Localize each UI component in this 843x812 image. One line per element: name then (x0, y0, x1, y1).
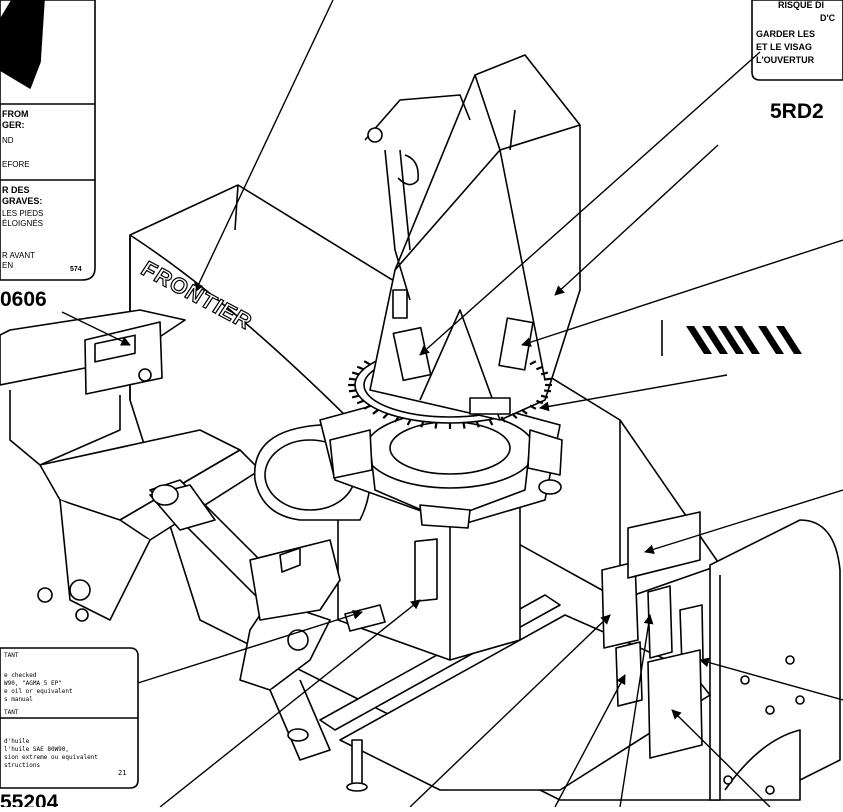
gear-tooth (348, 389, 357, 393)
gear-tooth (511, 412, 518, 420)
decal-bottom-line: TANT (4, 652, 19, 659)
gear-tooth (382, 412, 389, 420)
decal-code: 574 (70, 266, 82, 273)
gear-tooth (529, 404, 537, 410)
gear-tooth (348, 377, 357, 381)
turntable-base (319, 389, 563, 529)
gear-tooth (488, 419, 494, 426)
gear-tooth (351, 394, 360, 399)
deflector-rod (364, 94, 471, 319)
part-number-left: 0606 (0, 288, 47, 311)
decal-bottom-line: TANT (4, 709, 19, 716)
warning-stripe-decal (661, 318, 843, 358)
decal-bottom-line: structions (4, 762, 41, 769)
gear-tooth (529, 360, 537, 366)
gear-tooth (372, 409, 379, 415)
decal-bottom-line: sion extreme ou equivalent (4, 754, 98, 761)
decal-bottom-line: W90, "AGMA 5 EP" (4, 680, 62, 687)
decal-bottom-line: s manual (4, 696, 33, 703)
gear-tooth (521, 409, 528, 415)
decal-en-line: EFORE (2, 160, 30, 169)
part-number-bottom: 55204 (0, 791, 59, 807)
frame-decal (84, 321, 163, 395)
gear-tooth (540, 371, 549, 376)
decal-top-left (0, 0, 96, 281)
gear-tooth (363, 404, 371, 410)
gearbox (249, 424, 371, 621)
decal-right-line: GARDER LES (756, 29, 816, 39)
jack-stand (346, 739, 368, 792)
decal-right-line: D'C (820, 13, 836, 23)
decal-fr-line: EN (2, 261, 14, 270)
decal-right-line: ET LE VISAG (756, 42, 813, 52)
decal-top-right (751, 0, 843, 81)
gear-tooth (462, 422, 466, 429)
decal-bottom-line: e oil or equivalent (4, 688, 73, 695)
decal-en-line: ND (2, 136, 14, 145)
gear-tooth (420, 421, 425, 428)
decal-bottom-line: e checked (4, 672, 37, 679)
gear-tooth (540, 394, 549, 399)
decal-fr-line: ÉLOIGNÉS (2, 219, 43, 228)
gear-tooth (351, 371, 360, 376)
gear-tooth (356, 365, 364, 371)
gear-tooth (363, 360, 371, 366)
discharge-chute (369, 54, 581, 421)
decal-code: 21 (118, 769, 127, 777)
decal-fr-line: R AVANT (2, 251, 36, 260)
gear-tooth (500, 416, 507, 423)
decal-bottom-line: d'huile (4, 738, 30, 745)
decal-fr-line: GRAVES: (2, 196, 43, 206)
decal-bottom-line: l'huile SAE 80W90, (4, 746, 70, 753)
gear-teeth (348, 360, 552, 429)
gear-tooth (356, 399, 364, 405)
gear-tooth (393, 416, 400, 423)
gear-tooth (536, 365, 544, 371)
gear-tooth (536, 399, 544, 405)
part-number-right: 5RD2 (770, 100, 824, 123)
decal-right-line: L'OUVERTUR (756, 55, 815, 65)
decal-fr-line: R DES (2, 185, 30, 195)
gear-tooth (406, 419, 412, 426)
decal-bottom-left (0, 647, 139, 789)
decal-en-line: GER: (2, 120, 25, 130)
decal-en-line: FROM (2, 109, 29, 119)
gear-tooth (543, 377, 552, 381)
gear-tooth (475, 421, 480, 428)
callout-arrows (61, 0, 843, 808)
decal-fr-line: LES PIEDS (2, 209, 44, 218)
decal-right-line: RISQUE DI (778, 0, 825, 10)
end-plate (709, 519, 841, 801)
gear-tooth (543, 389, 552, 393)
gear-tooth (434, 422, 438, 429)
